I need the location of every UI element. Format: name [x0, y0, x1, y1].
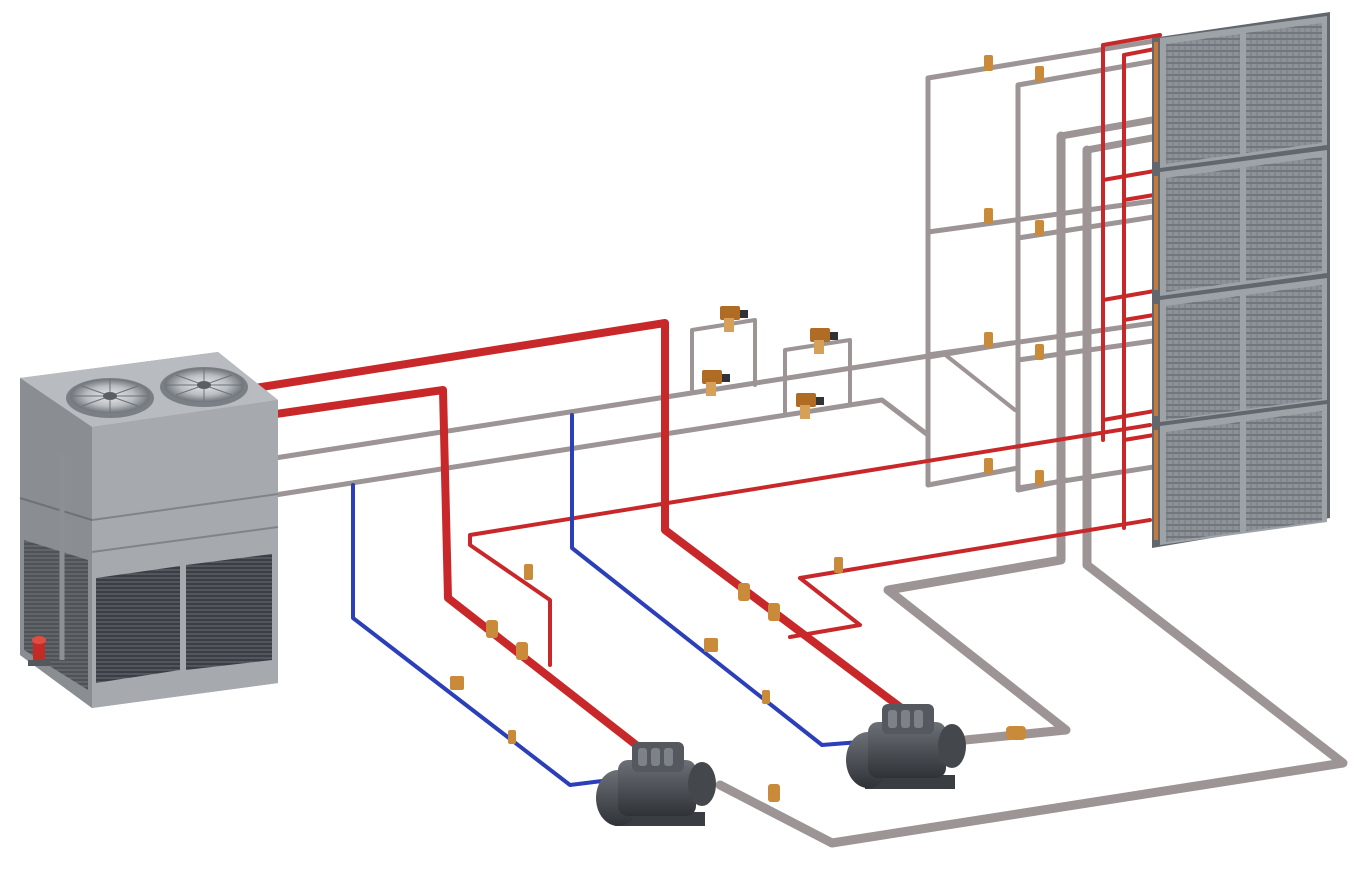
hot-gas-branch-right	[788, 518, 1152, 639]
grey-line-lower	[272, 397, 931, 498]
evaporator-coil-2	[1160, 150, 1327, 296]
fan-icon	[66, 378, 154, 418]
condenser-louver-left	[96, 566, 180, 683]
evaporator-coil-bank	[1152, 12, 1330, 548]
grey-drain-line	[941, 351, 1017, 412]
valve-icon	[702, 370, 730, 396]
liquid-line-2	[570, 413, 862, 747]
solenoid-valves	[702, 306, 838, 419]
compressor-2	[846, 704, 966, 789]
evaporator-coil-3	[1160, 278, 1327, 422]
condenser-louver-right	[186, 554, 272, 670]
valve-icon	[810, 328, 838, 354]
suction-main-line-b	[715, 145, 1348, 848]
evaporative-condenser	[19, 352, 279, 708]
fan-icon	[160, 367, 248, 407]
hot-gas-discharge-1	[251, 319, 904, 711]
hot-gas-branch-left	[468, 423, 1152, 667]
compressor-icon	[596, 704, 966, 826]
liquid-lines	[351, 413, 862, 787]
suction-riser-1	[1057, 116, 1156, 154]
hot-gas-discharge-2	[258, 386, 644, 752]
grey-line-upper	[272, 340, 1015, 461]
evaporator-coil-4	[1160, 404, 1327, 545]
grey-solenoid-loop-1	[690, 318, 757, 395]
liquid-line-1	[351, 483, 612, 787]
valve-icon	[796, 393, 824, 419]
hot-gas-lines	[251, 33, 1162, 752]
pump-icon	[28, 636, 50, 666]
brass-fittings	[450, 55, 1044, 802]
grey-header-left	[925, 37, 1163, 488]
hot-gas-risers	[1101, 33, 1162, 530]
evaporator-coil-1	[1160, 16, 1327, 168]
grey-header-right	[1015, 57, 1163, 493]
compressor-1	[596, 742, 716, 826]
valve-icon	[720, 306, 748, 332]
